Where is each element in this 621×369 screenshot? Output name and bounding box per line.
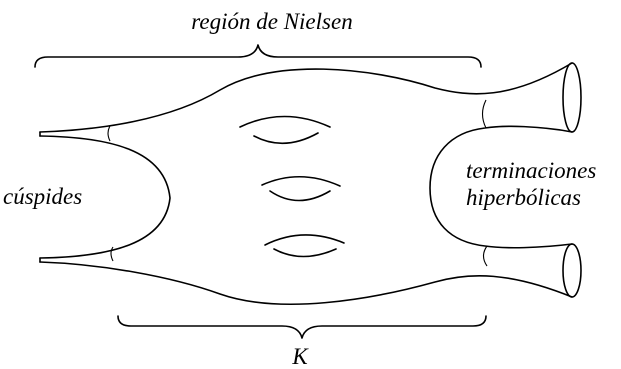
label-hyperbolic-ends-2: hiperbólicas <box>466 185 581 210</box>
end-section-bottom <box>482 245 488 267</box>
label-hyperbolic-ends-1: terminaciones <box>466 158 596 183</box>
cusp-boundary <box>39 135 171 259</box>
funnel-bottom-end <box>562 243 582 298</box>
nielsen-region-brace <box>34 44 482 68</box>
end-section-top <box>481 99 487 129</box>
funnel-inner-boundary <box>429 125 573 249</box>
funnel-top-end <box>562 62 582 133</box>
handle-3 <box>264 234 345 258</box>
label-cusps: cúspides <box>3 184 82 209</box>
handle-2 <box>261 175 341 202</box>
handle-1 <box>239 115 331 145</box>
cusp-section-top <box>107 125 111 142</box>
surface-bottom-edge <box>39 261 573 306</box>
label-k: K <box>291 344 309 369</box>
label-nielsen-region: región de Nielsen <box>191 9 352 34</box>
cusp-section-bottom <box>110 246 114 262</box>
k-brace <box>117 315 487 339</box>
surface-top-edge <box>39 62 573 133</box>
